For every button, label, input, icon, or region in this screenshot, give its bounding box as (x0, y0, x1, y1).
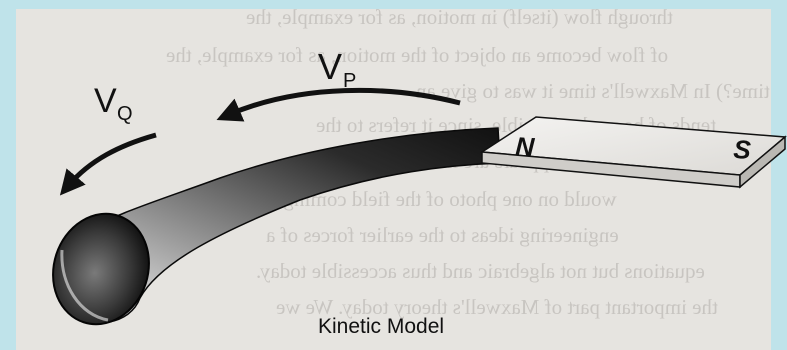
velocity-p-label: V (318, 46, 342, 87)
flux-tube-rim-highlight (60, 249, 109, 322)
diagram-caption: Kinetic Model (318, 315, 444, 338)
bar-magnet: N S (479, 116, 787, 189)
velocity-p-subscript: P (343, 70, 356, 92)
velocity-p-arrow (216, 87, 461, 122)
magnet-north-label: N (515, 131, 537, 162)
velocity-q-subscript: Q (117, 103, 133, 125)
velocity-q-arrow (59, 132, 157, 196)
velocity-q-label: V (94, 82, 117, 120)
flux-tube-mouth (52, 212, 150, 326)
magnet-south-label: S (733, 134, 753, 165)
